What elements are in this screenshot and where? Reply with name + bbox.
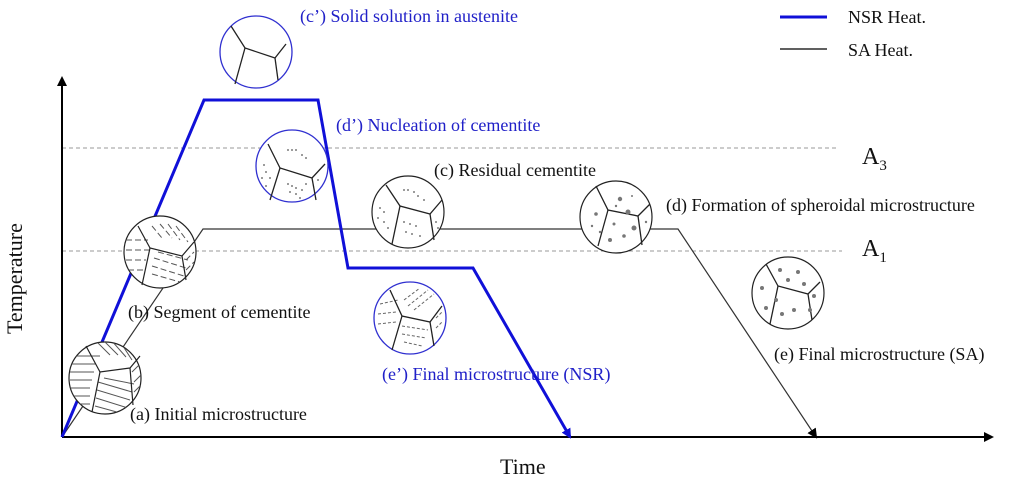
microstructure-b xyxy=(123,215,197,289)
nsr-heat-curve xyxy=(60,98,572,439)
microstructure-d xyxy=(579,180,653,254)
microstructure-e-prime xyxy=(373,281,447,355)
label-a: (a) Initial microstructure xyxy=(130,404,307,425)
label-c-prime: (c’) Solid solution in austenite xyxy=(300,6,518,27)
label-e: (e) Final microstructure (SA) xyxy=(774,344,984,365)
microstructure-a xyxy=(68,341,142,415)
label-d-prime: (d’) Nucleation of cementite xyxy=(336,115,540,136)
label-c: (c) Residual cementite xyxy=(434,160,596,181)
microstructure-d-prime xyxy=(255,129,329,203)
a1-label: A1 xyxy=(862,236,887,266)
x-axis-label: Time xyxy=(500,454,546,479)
microstructure-e xyxy=(751,256,825,330)
label-d: (d) Formation of spheroidal microstructu… xyxy=(666,195,975,216)
a3-label: A3 xyxy=(862,144,887,174)
sa-heat-curve xyxy=(61,228,818,439)
legend-label-nsr: NSR Heat. xyxy=(848,7,926,27)
legend: NSR Heat. SA Heat. xyxy=(780,7,926,60)
microstructure-c xyxy=(371,175,445,249)
label-e-prime: (e’) Final microstructure (NSR) xyxy=(382,364,610,385)
legend-label-sa: SA Heat. xyxy=(848,40,913,60)
label-b: (b) Segment of cementite xyxy=(128,302,310,323)
microstructure-c-prime xyxy=(219,15,293,89)
y-axis-label: Temperature xyxy=(2,223,27,334)
